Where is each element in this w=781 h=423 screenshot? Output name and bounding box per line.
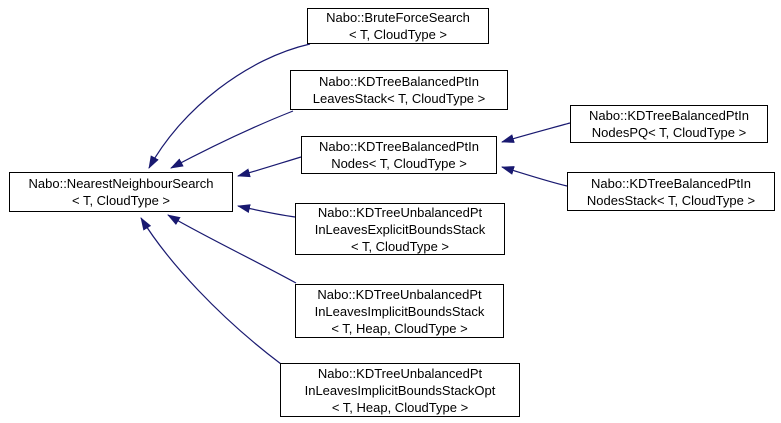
class-name-line: Nabo::KDTreeUnbalancedPt bbox=[317, 365, 483, 381]
class-template-line: < T, CloudType > bbox=[350, 238, 450, 254]
class-node-kdtree-balanced-pt-in-leaves-stack[interactable]: Nabo::KDTreeBalancedPtIn LeavesStack< T,… bbox=[290, 70, 508, 110]
inheritance-arrow-explicit-bounds-stack bbox=[237, 204, 296, 218]
inheritance-arrow-implicit-bounds-stack bbox=[167, 214, 297, 284]
class-node-kdtree-balanced-pt-in-nodes[interactable]: Nabo::KDTreeBalancedPtIn Nodes< T, Cloud… bbox=[301, 136, 497, 174]
class-name-line: InLeavesImplicitBoundsStack bbox=[314, 303, 485, 319]
class-template-line: < T, Heap, CloudType > bbox=[331, 320, 468, 336]
inheritance-arrow-nodes bbox=[237, 156, 302, 178]
class-template-line: < T, CloudType > bbox=[348, 27, 448, 42]
class-node-kdtree-unbalanced-pt-in-leaves-implicit-bounds-stack[interactable]: Nabo::KDTreeUnbalancedPt InLeavesImplici… bbox=[295, 284, 504, 338]
class-name-line: InLeavesExplicitBoundsStack bbox=[314, 221, 486, 237]
class-template-line: < T, CloudType > bbox=[71, 193, 171, 208]
class-template-line: NodesStack< T, CloudType > bbox=[586, 192, 756, 208]
class-template-line: NodesPQ< T, CloudType > bbox=[591, 125, 747, 140]
class-node-brute-force-search[interactable]: Nabo::BruteForceSearch < T, CloudType > bbox=[307, 8, 489, 44]
class-node-nearest-neighbour-search[interactable]: Nabo::NearestNeighbourSearch < T, CloudT… bbox=[9, 172, 233, 212]
class-template-line: Nodes< T, CloudType > bbox=[331, 156, 467, 171]
class-template-line: < T, Heap, CloudType > bbox=[331, 399, 469, 415]
inheritance-arrow-brute-force-search bbox=[148, 43, 311, 169]
inheritance-arrow-nodes-pq bbox=[501, 122, 571, 143]
class-template-line: LeavesStack< T, CloudType > bbox=[312, 91, 486, 106]
class-name-line: Nabo::KDTreeBalancedPtIn bbox=[591, 175, 751, 191]
class-node-kdtree-unbalanced-pt-in-leaves-implicit-bounds-stack-opt[interactable]: Nabo::KDTreeUnbalancedPt InLeavesImplici… bbox=[280, 363, 520, 417]
class-node-kdtree-balanced-pt-in-nodes-stack[interactable]: Nabo::KDTreeBalancedPtIn NodesStack< T, … bbox=[567, 172, 775, 211]
class-name-line: Nabo::KDTreeUnbalancedPt bbox=[317, 204, 483, 220]
class-node-kdtree-unbalanced-pt-in-leaves-explicit-bounds-stack[interactable]: Nabo::KDTreeUnbalancedPt InLeavesExplici… bbox=[295, 203, 505, 255]
class-node-kdtree-balanced-pt-in-nodes-pq[interactable]: Nabo::KDTreeBalancedPtIn NodesPQ< T, Clo… bbox=[570, 105, 768, 143]
inheritance-arrow-nodes-stack bbox=[501, 166, 568, 187]
class-name-line: InLeavesImplicitBoundsStackOpt bbox=[304, 382, 496, 398]
class-name-line: Nabo::KDTreeBalancedPtIn bbox=[319, 74, 479, 89]
inheritance-arrow-implicit-bounds-stack-opt bbox=[140, 217, 282, 365]
class-name-line: Nabo::KDTreeUnbalancedPt bbox=[317, 286, 482, 302]
inheritance-arrow-leaves-stack bbox=[170, 110, 294, 169]
class-name-line: Nabo::NearestNeighbourSearch bbox=[28, 176, 214, 191]
class-name-line: Nabo::KDTreeBalancedPtIn bbox=[589, 108, 749, 123]
class-name-line: Nabo::KDTreeBalancedPtIn bbox=[319, 139, 479, 154]
class-name-line: Nabo::BruteForceSearch bbox=[326, 10, 470, 25]
